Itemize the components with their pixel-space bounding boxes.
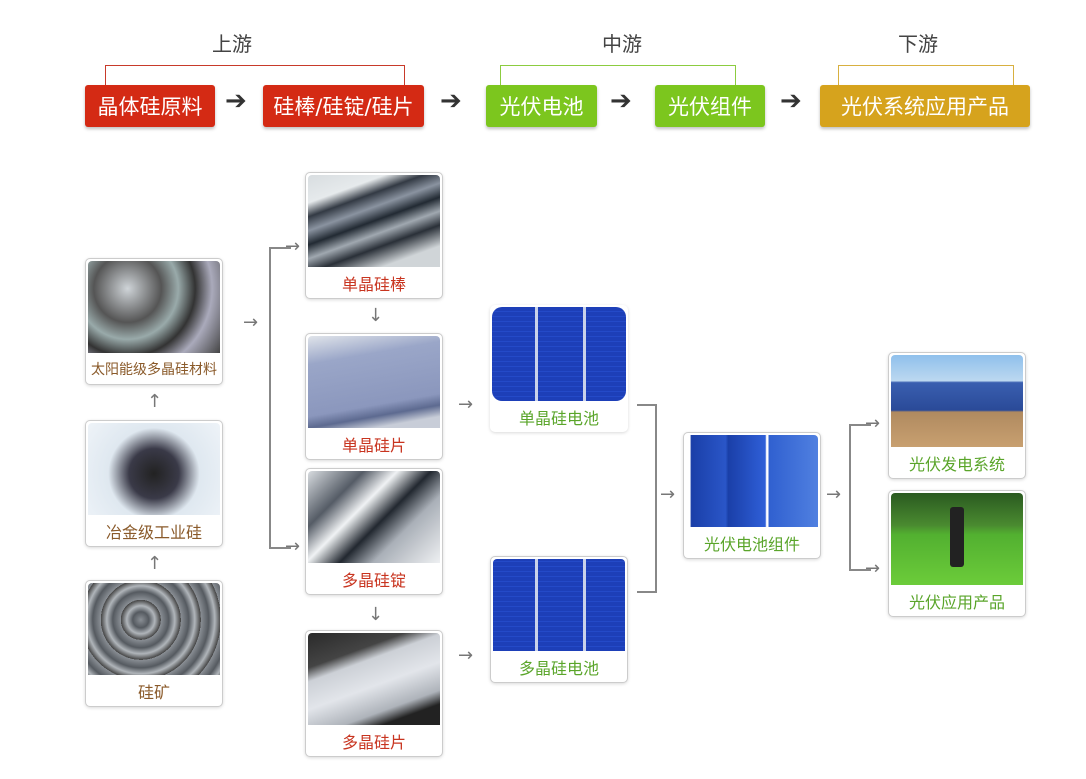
card-label: 单晶硅片 — [341, 436, 406, 455]
card-label: 光伏电池组件 — [703, 535, 800, 554]
arrow-down-icon: ↓ — [368, 305, 384, 326]
card-metallurgical-silicon: 冶金级工业硅 — [85, 420, 223, 547]
card-mono-cell: 单晶硅电池 — [490, 305, 628, 432]
card-poly-ingot: 多晶硅锭 — [305, 468, 443, 595]
card-label: 多晶硅锭 — [341, 571, 406, 590]
card-label: 太阳能级多晶硅材料 — [91, 362, 217, 378]
card-pv-power-system: 光伏发电系统 — [888, 352, 1026, 479]
card-poly-wafer: 多晶硅片 — [305, 630, 443, 757]
card-solar-polysilicon: 太阳能级多晶硅材料 — [85, 258, 223, 385]
chain-pv-module: 光伏组件 — [655, 85, 765, 127]
connector-line — [637, 591, 656, 593]
card-label: 多晶硅电池 — [518, 659, 599, 678]
solar-farm-image — [891, 355, 1023, 447]
card-label: 硅矿 — [137, 683, 170, 702]
arrow-right-icon: → — [865, 558, 881, 579]
card-pv-module: 光伏电池组件 — [683, 432, 821, 559]
poly-cell-image — [493, 559, 625, 651]
arrow-right-icon: → — [458, 645, 474, 666]
ingot-image — [308, 471, 440, 563]
arrow-up-icon: ↑ — [147, 553, 163, 574]
connector-line — [655, 404, 657, 593]
card-label: 光伏发电系统 — [908, 455, 1005, 474]
connector-line — [269, 247, 291, 249]
card-mono-wafer: 单晶硅片 — [305, 333, 443, 460]
arrow-right-icon: → — [285, 236, 301, 257]
card-label: 冶金级工业硅 — [105, 523, 202, 542]
arrow-right-icon: ➔ — [610, 86, 632, 116]
downstream-bracket — [838, 65, 1014, 85]
poly-wafer-image — [308, 633, 440, 725]
stage-midstream: 中游 — [602, 32, 642, 56]
upstream-bracket — [105, 65, 405, 85]
card-label: 光伏应用产品 — [908, 593, 1005, 612]
arrow-right-icon: ➔ — [225, 86, 247, 116]
arrow-right-icon: → — [865, 413, 881, 434]
arrow-right-icon: → — [243, 312, 259, 333]
stage-downstream: 下游 — [898, 32, 938, 56]
connector-line — [849, 424, 871, 426]
connector-line — [269, 247, 271, 549]
chain-pv-application: 光伏系统应用产品 — [820, 85, 1030, 127]
midstream-bracket — [500, 65, 736, 85]
arrow-right-icon: → — [826, 484, 842, 505]
connector-line — [849, 569, 871, 571]
arrow-right-icon: → — [285, 536, 301, 557]
card-pv-products: 光伏应用产品 — [888, 490, 1026, 617]
wafer-image — [308, 336, 440, 428]
stage-upstream: 上游 — [212, 32, 252, 56]
chain-rod-ingot-wafer: 硅棒/硅锭/硅片 — [263, 85, 424, 127]
connector-line — [849, 424, 851, 571]
arrow-right-icon: ➔ — [780, 86, 802, 116]
connector-line — [637, 404, 656, 406]
solar-lamp-image — [891, 493, 1023, 585]
card-label: 多晶硅片 — [341, 733, 406, 752]
chain-pv-cell: 光伏电池 — [486, 85, 597, 127]
arrow-right-icon: ➔ — [440, 86, 462, 116]
card-label: 单晶硅棒 — [341, 275, 406, 294]
polysilicon-image — [88, 261, 220, 353]
arrow-down-icon: ↓ — [368, 604, 384, 625]
card-label: 单晶硅电池 — [518, 409, 599, 428]
chain-raw-material: 晶体硅原料 — [85, 85, 215, 127]
mono-cell-image — [492, 307, 626, 401]
arrow-right-icon: → — [458, 394, 474, 415]
ore-image — [88, 583, 220, 675]
rod-image — [308, 175, 440, 267]
arrow-right-icon: → — [660, 484, 676, 505]
card-mono-rod: 单晶硅棒 — [305, 172, 443, 299]
card-silicon-ore: 硅矿 — [85, 580, 223, 707]
module-image — [686, 435, 818, 527]
card-poly-cell: 多晶硅电池 — [490, 556, 628, 683]
industrial-silicon-image — [88, 423, 220, 515]
connector-line — [269, 547, 291, 549]
arrow-up-icon: ↑ — [147, 391, 163, 412]
